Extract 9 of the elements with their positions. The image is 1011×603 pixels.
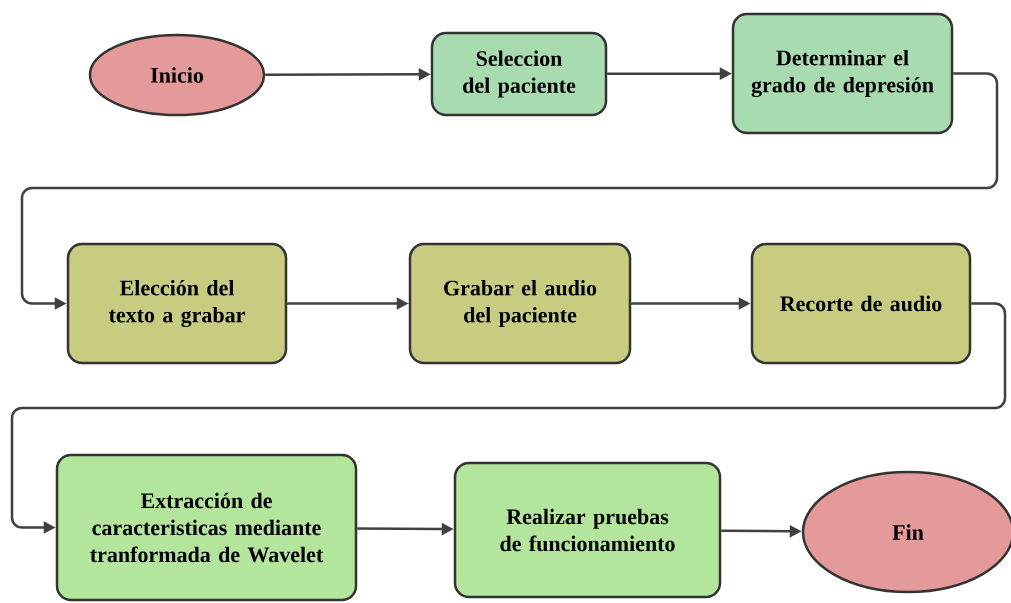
process-box: Realizar pruebas de funcionamiento bbox=[453, 461, 722, 599]
arrow bbox=[10, 302, 1007, 534]
arrow bbox=[20, 72, 999, 310]
process-box: Grabar el audio del paciente bbox=[408, 242, 632, 365]
process-box: Elección del texto a grabar bbox=[66, 242, 288, 365]
process-box: Determinar el grado de depresión bbox=[731, 12, 954, 135]
process-box: Recorte de audio bbox=[750, 242, 972, 365]
process-box: Extracción de caracteristicas mediante tranformada de Wavelet bbox=[55, 453, 358, 602]
process-box: Seleccion del paciente bbox=[430, 31, 608, 117]
